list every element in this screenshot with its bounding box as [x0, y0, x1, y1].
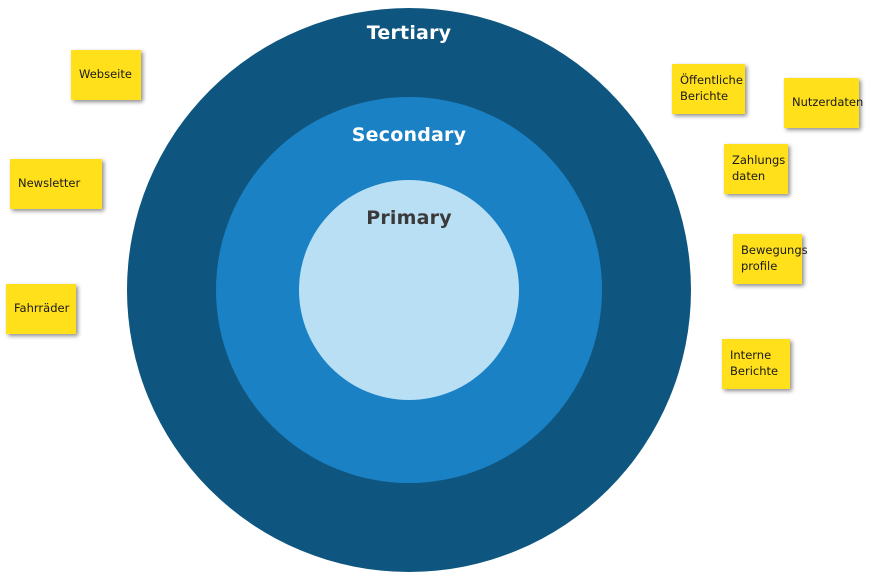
- sticky-note-webseite[interactable]: Webseite: [71, 50, 141, 100]
- sticky-note-label: Interne Berichte: [730, 348, 779, 378]
- sticky-note-label: Bewegungs profile: [741, 243, 808, 273]
- sticky-note-label: Zahlungs daten: [732, 153, 786, 183]
- ring-primary: [299, 180, 519, 400]
- sticky-note-oeffentliche-berichte[interactable]: Öffentliche Berichte: [672, 64, 745, 114]
- sticky-note-label: Newsletter: [18, 176, 81, 191]
- sticky-note-label: Webseite: [79, 67, 132, 82]
- sticky-note-fahrraeder[interactable]: Fahrräder: [6, 284, 76, 334]
- sticky-note-zahlungsdaten[interactable]: Zahlungs daten: [724, 144, 788, 194]
- sticky-note-bewegungsprofile[interactable]: Bewegungs profile: [733, 234, 808, 284]
- sticky-note-label: Öffentliche Berichte: [680, 73, 743, 103]
- sticky-note-label: Fahrräder: [14, 301, 70, 316]
- sticky-note-interne-berichte[interactable]: Interne Berichte: [722, 339, 790, 389]
- sticky-note-nutzerdaten[interactable]: Nutzerdaten: [784, 78, 863, 128]
- sticky-note-label: Nutzerdaten: [792, 95, 864, 110]
- sticky-note-newsletter[interactable]: Newsletter: [10, 159, 102, 209]
